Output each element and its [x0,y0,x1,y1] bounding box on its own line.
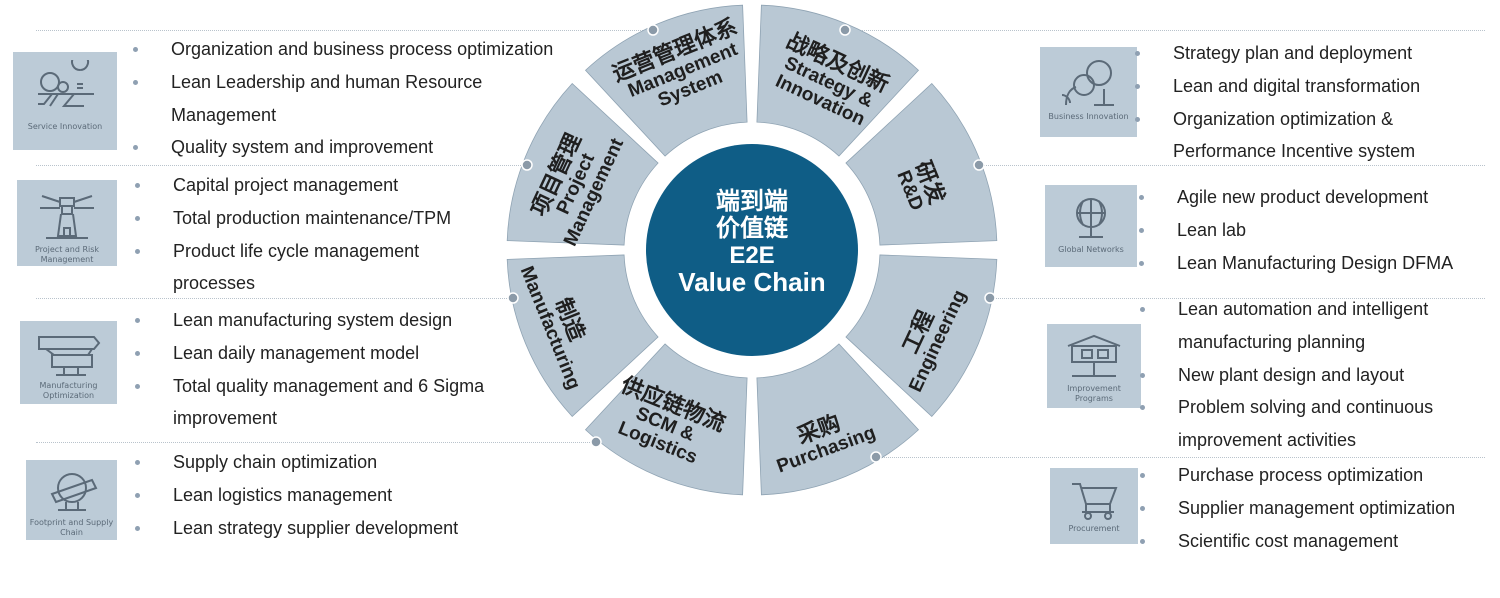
procurement-list: Purchase process optimization Supplier m… [1140,459,1455,557]
list-item: Organization optimization & Performance … [1135,103,1448,169]
list-item: Agile new product development [1139,181,1453,214]
wheel-segment[interactable] [506,82,659,246]
wheel-segment[interactable] [584,343,748,496]
project-risk-list: Capital project management Total product… [135,169,463,300]
connector-dot [984,292,996,304]
connector-dot [839,24,851,36]
wheel-segment[interactable] [756,4,920,157]
connector-line [36,442,596,443]
supply-chain-list: Supply chain optimization Lean logistics… [135,446,458,544]
center-en-line2: Value Chain [678,267,826,297]
icon-caption: Service Innovation [27,122,103,131]
icon-caption: Global Networks [1058,245,1124,254]
list-item: Supply chain optimization [135,446,458,479]
icon-caption: Manufacturing Optimization [39,381,98,400]
project-risk-icon: Project and Risk Management [17,180,117,266]
list-item: Strategy plan and deployment [1135,37,1448,70]
connector-dot [973,159,985,171]
global-networks-list: Agile new product development Lean lab L… [1139,181,1453,279]
connector-line [990,298,1485,299]
center-circle [646,144,858,356]
service-innovation-list: Organization and business process optimi… [133,33,553,164]
list-item: Lean automation and intelligent manufact… [1140,293,1473,359]
icon-caption: Project and Risk Management [34,245,100,264]
list-item: Lean lab [1139,214,1453,247]
list-item: Purchase process optimization [1140,459,1455,492]
improvement-programs-icon: Improvement Programs [1047,324,1141,408]
wheel-segment[interactable] [845,82,998,246]
connector-line [979,165,1485,166]
connector-dot [521,159,533,171]
list-item: Scientific cost management [1140,525,1455,558]
list-item: Supplier management optimization [1140,492,1455,525]
list-item: Total quality management and 6 Sigma imp… [135,370,528,436]
list-item: Problem solving and continuous improveme… [1140,391,1473,457]
center-en-line1: E2E [729,242,775,269]
list-item: Lean and digital transformation [1135,70,1448,103]
center-cn-line2: 价值链 [716,214,788,242]
connector-line [36,165,527,166]
connector-dot [647,24,659,36]
list-item: Total production maintenance/TPM [135,202,463,235]
connector-line [36,298,513,299]
connector-line [845,30,1485,31]
connector-dot [507,292,519,304]
connector-line [876,457,1485,458]
manufacturing-optimization-icon: Manufacturing Optimization [20,321,117,404]
wheel-segment[interactable] [584,4,748,157]
footprint-supply-chain-icon: Footprint and Supply Chain [26,460,117,540]
wheel-segment[interactable] [845,254,998,418]
business-innovation-list: Strategy plan and deployment Lean and di… [1135,37,1448,168]
list-item: Lean strategy supplier development [135,512,458,545]
list-item: New plant design and layout [1140,359,1473,392]
improvement-programs-list: Lean automation and intelligent manufact… [1140,293,1473,457]
connector-dot [590,436,602,448]
icon-caption: Business Innovation [1048,112,1129,121]
icon-caption: Footprint and Supply Chain [29,518,114,537]
connector-dot [870,451,882,463]
list-item: Quality system and improvement [133,131,553,164]
icon-caption: Procurement [1068,524,1120,533]
wheel-segment[interactable] [506,254,659,418]
center-title: 端到端 价值链 E2E Value Chain [662,188,842,296]
list-item: Capital project management [135,169,463,202]
connector-line [36,30,653,31]
list-item: Product life cycle management processes [135,235,463,301]
manufacturing-optimization-list: Lean manufacturing system design Lean da… [135,304,528,435]
business-innovation-icon: Business Innovation [1040,47,1137,137]
list-item: Lean daily management model [135,337,528,370]
list-item: Lean Manufacturing Design DFMA [1139,247,1453,280]
list-item: Lean logistics management [135,479,458,512]
list-item: Lean manufacturing system design [135,304,528,337]
icon-caption: Improvement Programs [1067,384,1121,403]
service-innovation-icon: Service Innovation [13,52,117,150]
list-item: Lean Leadership and human Resource Manag… [133,66,516,132]
center-cn-line1: 端到端 [716,187,788,215]
list-item: Organization and business process optimi… [133,33,553,66]
procurement-icon: Procurement [1050,468,1138,544]
global-networks-icon: Global Networks [1045,185,1137,267]
